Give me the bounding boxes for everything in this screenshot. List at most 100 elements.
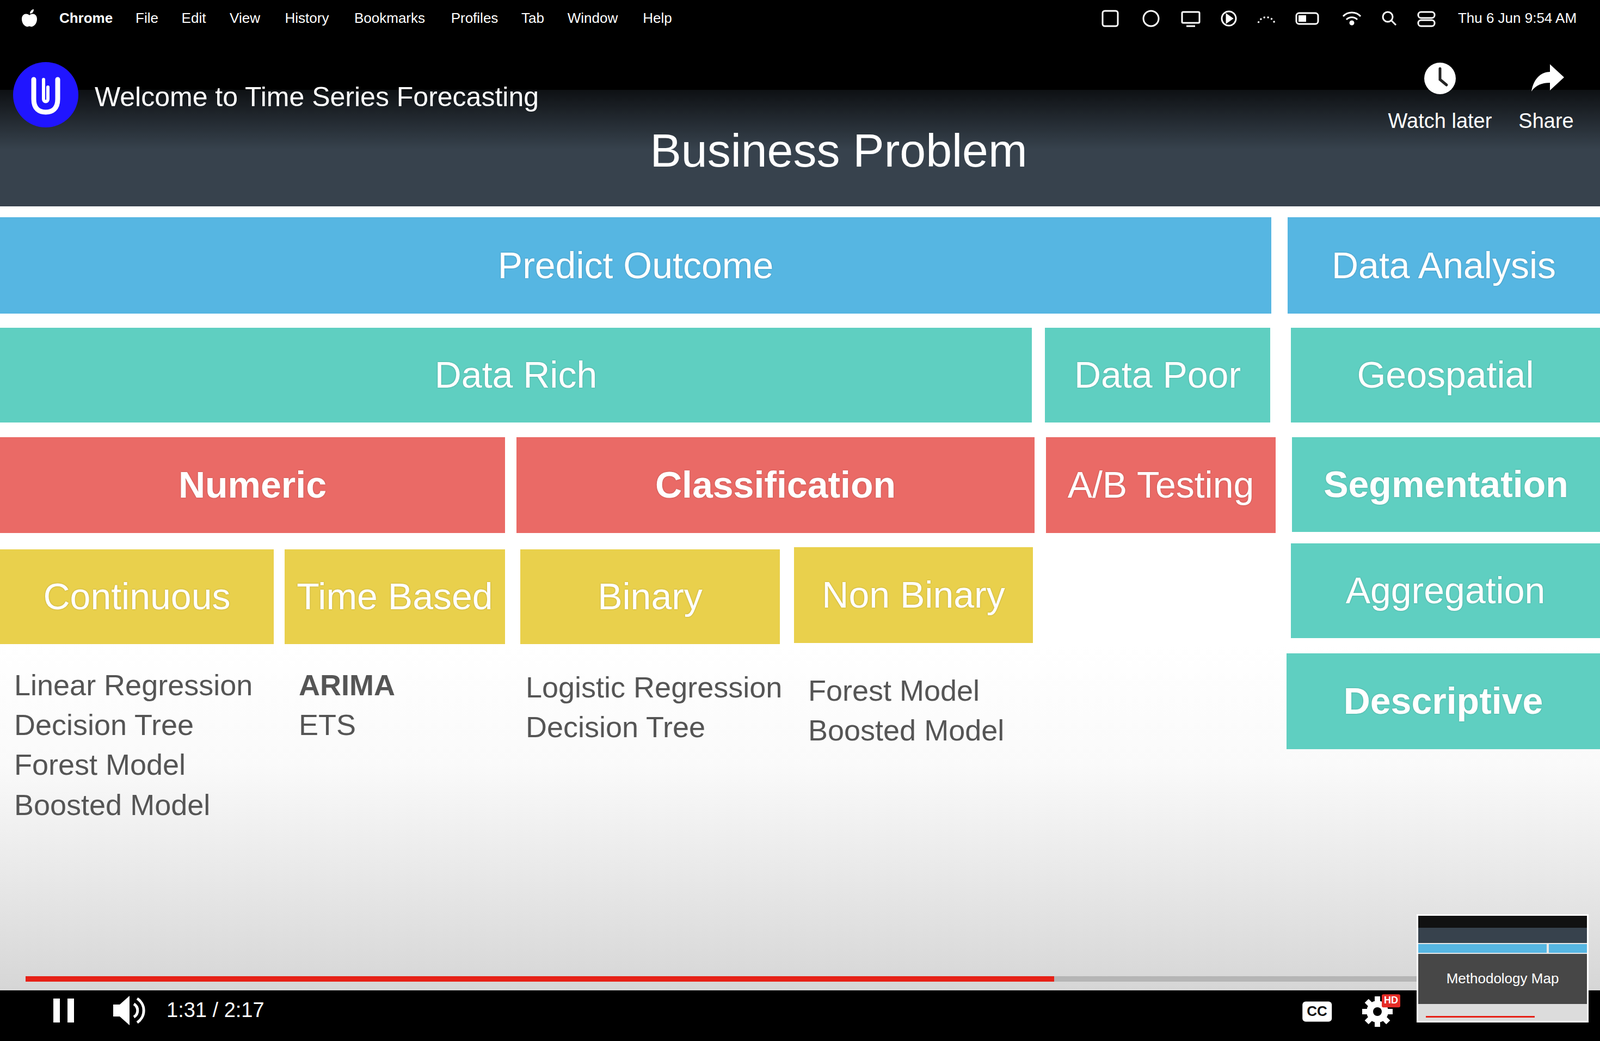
wifi-dot (1350, 21, 1354, 25)
menu-item: Help (642, 9, 672, 27)
search-handle (1391, 20, 1396, 26)
menu-item: View (229, 9, 261, 27)
category-label: A/B Testing (1067, 462, 1255, 508)
menu-item: History (285, 9, 330, 27)
logo-mark (43, 79, 48, 102)
category-label: Data Rich (434, 352, 598, 398)
header-gap (0, 206, 1600, 217)
category-label: Classification (655, 462, 896, 508)
category-label: Non Binary (821, 572, 1005, 618)
category-label: Data Analysis (1331, 243, 1556, 288)
control-icon (1418, 20, 1435, 27)
channel-logo (13, 62, 79, 128)
method-name: Linear Regression (14, 667, 253, 703)
battery-level (1298, 15, 1307, 22)
apple-body (21, 14, 38, 28)
category-box: Binary (520, 549, 780, 644)
category-box: Time Based (284, 549, 506, 644)
sync-icon (1258, 17, 1275, 23)
apple-logo (21, 9, 38, 27)
slide-title: Business Problem (649, 122, 1027, 179)
menu-item: Edit (181, 9, 207, 27)
button-label: Share (1518, 108, 1574, 134)
category-label: Data Poor (1074, 352, 1241, 398)
method-name: Forest Model (808, 672, 980, 709)
category-label: Continuous (42, 574, 231, 619)
play-triangle (1226, 14, 1233, 23)
category-box: Continuous (0, 549, 274, 644)
outlook-icon (1102, 10, 1118, 27)
menu-item: Chrome (59, 9, 113, 27)
category-box: Non Binary (794, 546, 1033, 643)
category-box: Geospatial (1290, 327, 1600, 423)
progress-track (25, 975, 1419, 982)
time-display: 1:31 / 2:17 (166, 997, 265, 1023)
share-icon (1531, 64, 1565, 92)
thumb-frame (1416, 913, 1589, 1023)
thumb-progress (1425, 1015, 1535, 1018)
category-box: Classification (516, 437, 1035, 533)
video-title: Welcome to Time Series Forecasting (94, 80, 539, 114)
category-box: Data Analysis (1287, 217, 1600, 314)
apple-leaf (29, 9, 34, 14)
category-box: Numeric (0, 437, 506, 533)
method-name: Logistic Regression (525, 669, 783, 705)
category-box: Segmentation (1291, 437, 1600, 532)
thumb-box (1548, 943, 1587, 953)
category-box: Data Poor (1044, 327, 1271, 423)
clock-icon (1424, 62, 1456, 95)
control-bar (0, 989, 1600, 1041)
gear-hole (1373, 1006, 1382, 1016)
volume-waves (133, 998, 144, 1023)
menu-item: File (135, 9, 159, 27)
category-box: Data Rich (0, 327, 1032, 423)
menu-item: Bookmarks (354, 9, 426, 27)
method-name: Boosted Model (808, 712, 1005, 748)
thumb-box (1418, 943, 1547, 953)
pause-icon (67, 998, 75, 1023)
method-name: Boosted Model (14, 786, 211, 823)
grammarly-icon (1143, 10, 1159, 27)
category-box: Predict Outcome (0, 217, 1272, 314)
logo-mark (33, 79, 58, 113)
category-label: Aggregation (1345, 568, 1546, 613)
progress-played (25, 975, 1055, 982)
method-name: Decision Tree (525, 709, 706, 745)
quality-badge: HD (1381, 993, 1401, 1007)
menu-bar (0, 0, 1600, 39)
preview-thumbnail (1416, 913, 1589, 1023)
category-label: Numeric (178, 462, 327, 508)
captions-button: CC (1302, 1000, 1332, 1021)
display-stand (1186, 25, 1196, 28)
clock-text: Thu 6 Jun 9:54 AM (1457, 9, 1577, 27)
thumb-topbar (1418, 915, 1587, 928)
category-label: Time Based (296, 574, 493, 619)
thumb-overlay (1418, 953, 1587, 1004)
volume-icon (113, 995, 130, 1025)
top-black (0, 0, 1600, 90)
category-box: A/B Testing (1045, 437, 1276, 533)
method-name: Forest Model (14, 746, 186, 783)
control-icon (1418, 11, 1435, 18)
battery-icon (1296, 13, 1319, 24)
method-name: Decision Tree (14, 706, 194, 743)
status-icons (1102, 10, 1435, 27)
search-icon (1382, 11, 1393, 22)
category-box: Descriptive (1286, 653, 1600, 749)
menu-item: Tab (521, 9, 545, 27)
menu-item: Profiles (451, 9, 499, 27)
slide-shade (0, 643, 1600, 990)
thumb-header (1418, 927, 1587, 943)
pause-icon (53, 998, 60, 1023)
thumb-bottom (1418, 1003, 1587, 1021)
category-box: Aggregation (1290, 543, 1600, 638)
menu-item: Window (567, 9, 618, 27)
display-icon (1182, 11, 1200, 23)
category-label: Segmentation (1323, 462, 1569, 507)
play-icon (1221, 11, 1236, 26)
wifi-icon (1343, 12, 1361, 20)
preview-caption: Methodology Map (1446, 969, 1560, 987)
button-label: Watch later (1388, 108, 1493, 134)
